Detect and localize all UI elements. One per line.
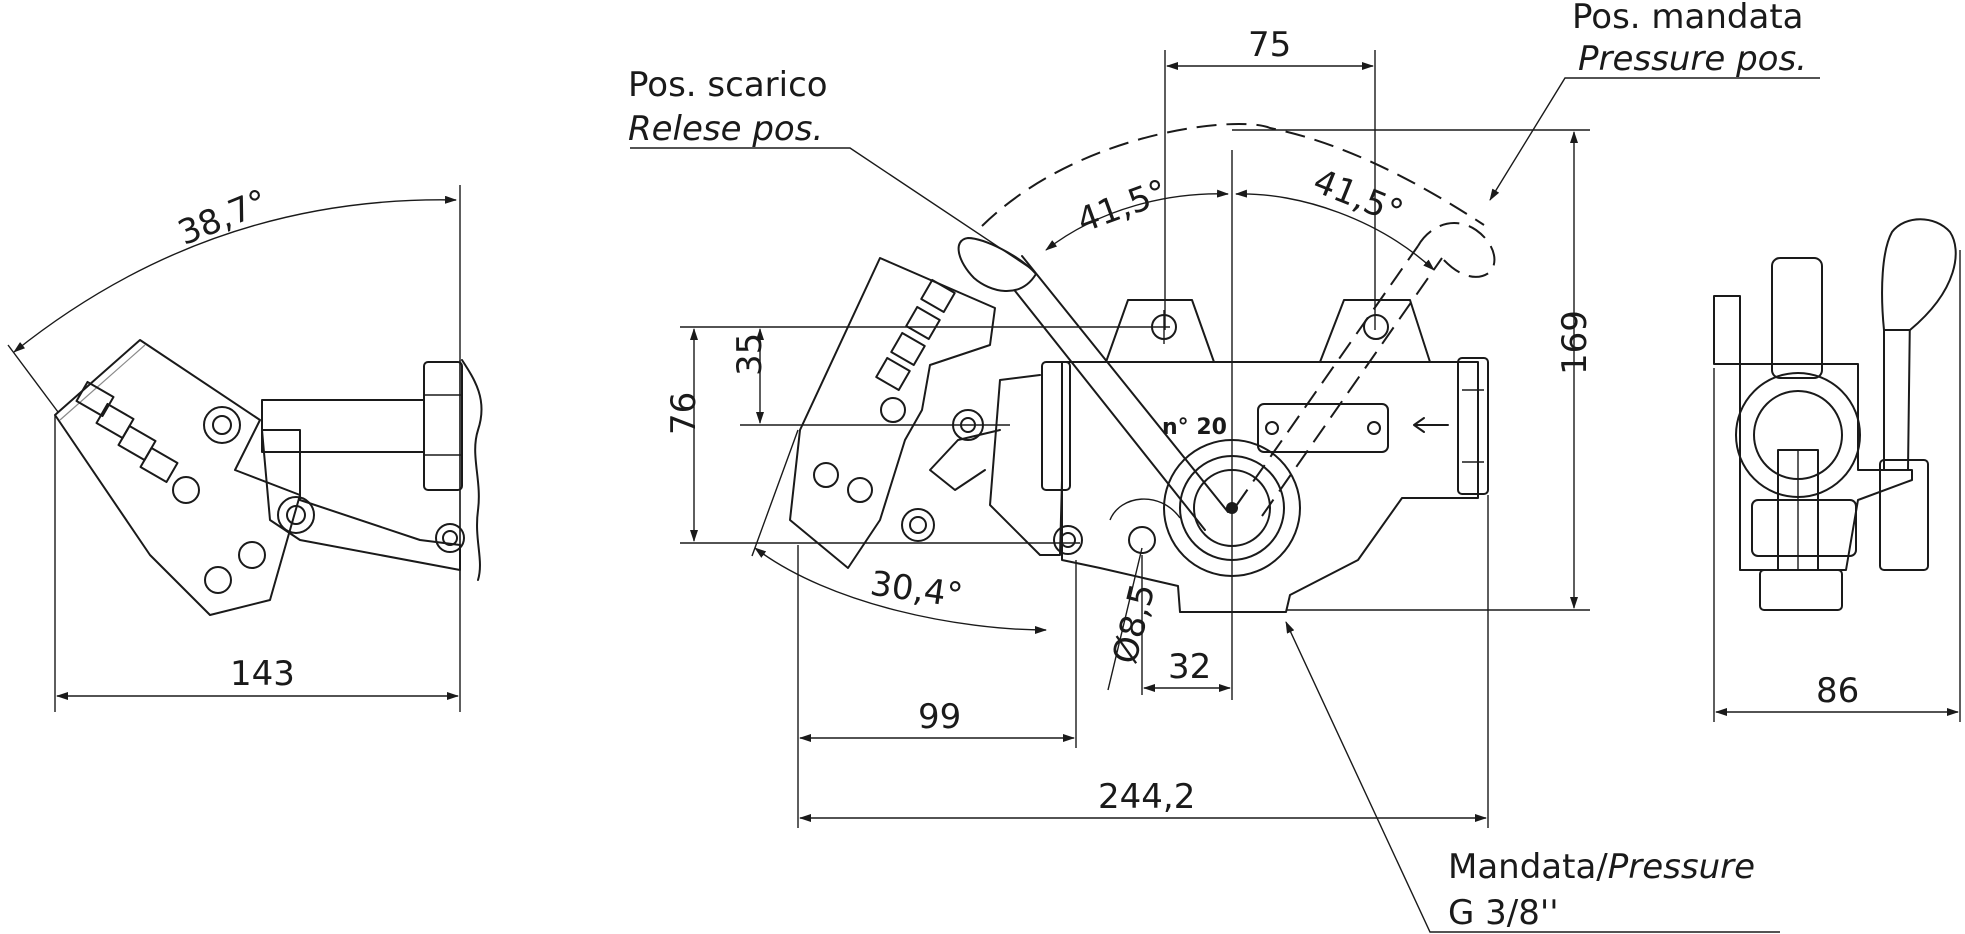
callout-mandata-it: Pos. mandata bbox=[1572, 0, 1804, 37]
pivot-bolt-front bbox=[901, 508, 935, 542]
end-view-right: 86 bbox=[1713, 218, 1961, 722]
handle-grip-pressure bbox=[1417, 222, 1496, 278]
handle-shaft-release bbox=[999, 271, 1206, 531]
front-view-center: n° 20 bbox=[664, 25, 1595, 828]
angle-arc-38 bbox=[13, 195, 457, 353]
leader-outlet bbox=[1285, 621, 1780, 933]
dim-side-angle: 38,7° bbox=[172, 182, 273, 254]
callout-outlet-thread: G 3/8'' bbox=[1448, 893, 1559, 933]
leader-scarico bbox=[630, 147, 1031, 269]
dim-height-169: 169 bbox=[1555, 310, 1595, 375]
pivot-bolt-lower bbox=[277, 496, 315, 534]
valve-body bbox=[1061, 361, 1479, 613]
body-stamp: n° 20 bbox=[1162, 415, 1227, 440]
callout-scarico-en: Relese pos. bbox=[628, 109, 823, 149]
callout-outlet-it: Mandata/ bbox=[1448, 847, 1608, 887]
side-view-left: 38,7° 143 bbox=[7, 182, 483, 712]
callouts: Pos. scarico Relese pos. Pos. mandata Pr… bbox=[628, 0, 1820, 933]
flow-arrow bbox=[1413, 417, 1449, 433]
dim-height-76: 76 bbox=[664, 392, 704, 435]
callout-mandata-en: Pressure pos. bbox=[1578, 39, 1807, 79]
hole-leader bbox=[1107, 547, 1143, 691]
angle-arc-left bbox=[1045, 189, 1229, 251]
end-body bbox=[1739, 363, 1913, 571]
end-handle-shaft bbox=[1883, 311, 1911, 471]
mounting-plate-edge bbox=[461, 359, 483, 581]
dim-top-width: 75 bbox=[1248, 25, 1291, 65]
end-fitting-left bbox=[1041, 361, 1071, 491]
mounting-ear-left bbox=[1105, 299, 1215, 363]
dim-hole-dia: Ø8,5 bbox=[1105, 580, 1163, 668]
dim-offset-32: 32 bbox=[1168, 647, 1211, 687]
callout-outlet: Mandata/Pressure bbox=[1448, 847, 1755, 887]
linkage-plate bbox=[989, 374, 1063, 556]
dim-overall-width: 244,2 bbox=[1098, 777, 1195, 817]
end-base bbox=[1759, 569, 1843, 611]
hex-nut bbox=[423, 361, 463, 491]
mounting-ear-right bbox=[1319, 299, 1431, 363]
lever-plate bbox=[54, 339, 301, 616]
dim-end-width: 86 bbox=[1816, 671, 1859, 711]
angle-arc-bottom bbox=[754, 547, 1047, 634]
end-fitting-top bbox=[1771, 257, 1823, 379]
leader-mandata bbox=[1489, 77, 1820, 201]
end-handle-grip bbox=[1881, 218, 1957, 331]
handle-pressure-ghost bbox=[1235, 245, 1419, 507]
dim-angle-bottom: 30,4° bbox=[868, 564, 965, 617]
dim-side-width: 143 bbox=[230, 654, 295, 694]
dim-height-35: 35 bbox=[730, 333, 770, 376]
angle-arc-right bbox=[1235, 189, 1435, 271]
mounting-hole bbox=[1128, 526, 1156, 554]
end-bracket bbox=[1713, 295, 1741, 365]
dim-angle-right: 41,5° bbox=[1308, 161, 1409, 233]
end-lever-block bbox=[1879, 459, 1929, 571]
end-fitting-right bbox=[1457, 357, 1489, 495]
label-plate bbox=[1257, 403, 1389, 453]
dim-width-99: 99 bbox=[918, 697, 961, 737]
handle-sweep-arc bbox=[981, 123, 1485, 227]
shaft bbox=[261, 399, 425, 453]
lever-plate-front bbox=[789, 257, 996, 569]
callout-scarico-it: Pos. scarico bbox=[628, 65, 828, 105]
pivot-bolt-upper bbox=[203, 406, 241, 444]
callout-outlet-en: Pressure bbox=[1608, 847, 1755, 887]
dim-angle-left: 41,5° bbox=[1072, 172, 1173, 241]
